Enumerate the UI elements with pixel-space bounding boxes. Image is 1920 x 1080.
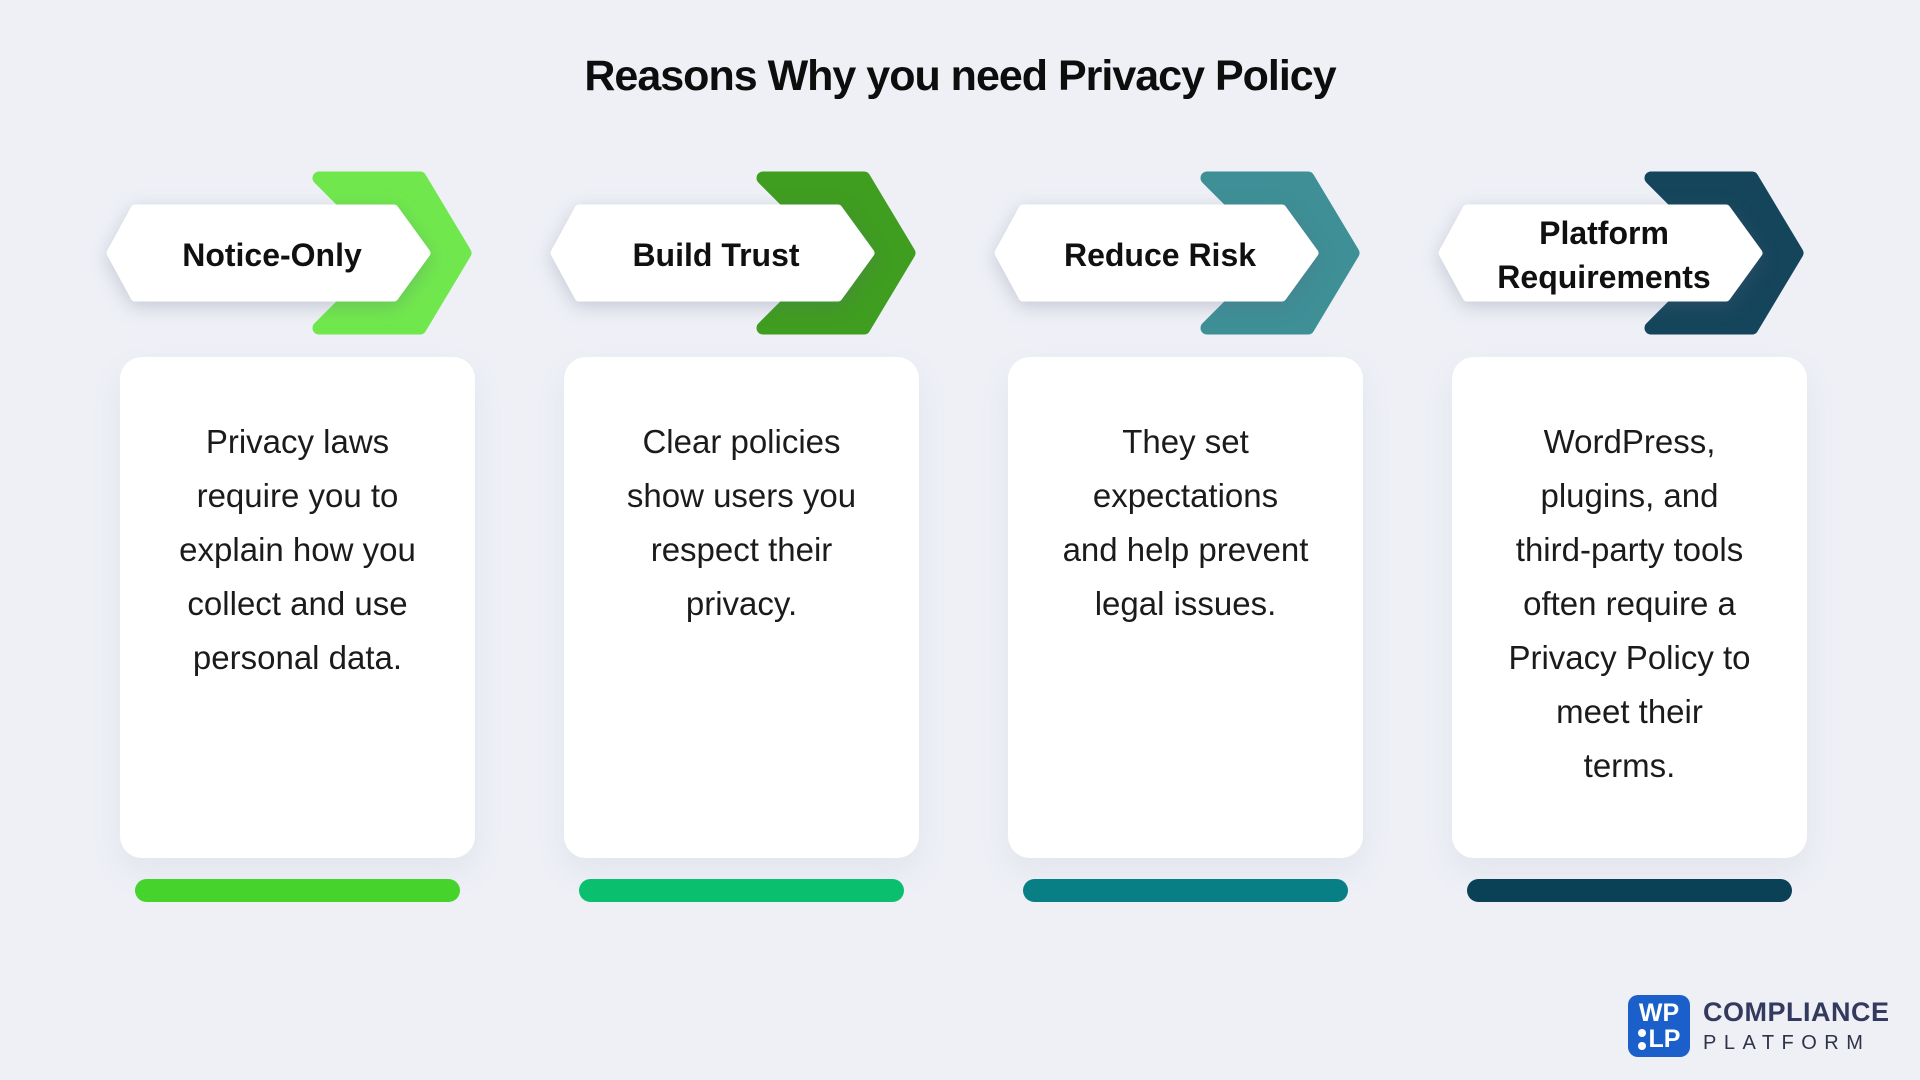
header-label: Platform Requirements xyxy=(1497,214,1711,295)
header-label: Reduce Risk xyxy=(1063,236,1257,273)
reason-column-reduce-risk: Reduce Risk They set expectations and he… xyxy=(994,0,1363,1080)
logo-badge-line1: WP xyxy=(1638,999,1680,1027)
accent-bar xyxy=(579,879,904,902)
accent-bar xyxy=(135,879,460,902)
logo-wordmark: COMPLIANCE PLATFORM xyxy=(1703,997,1890,1055)
accent-bar xyxy=(1467,879,1792,902)
page-title: Reasons Why you need Privacy Policy xyxy=(584,52,1336,100)
card-text: Privacy laws require you to explain how … xyxy=(179,423,416,676)
header-banner-shape xyxy=(994,204,1319,302)
header-arrow xyxy=(994,171,1360,335)
logo-badge-line2: LP xyxy=(1637,1025,1681,1053)
card-text: WordPress, plugins, and third-party tool… xyxy=(1508,423,1751,784)
reason-column-notice-only: Notice-Only Privacy laws require you to … xyxy=(106,0,475,1080)
brand-logo: WP LP COMPLIANCE PLATFORM xyxy=(1628,995,1890,1057)
chevron-arrow-shape xyxy=(1200,171,1360,335)
description-card: Clear policies show users you respect th… xyxy=(564,357,919,858)
description-card: Privacy laws require you to explain how … xyxy=(120,357,475,858)
card-text: Clear policies show users you respect th… xyxy=(626,423,857,622)
reason-column-build-trust: Build Trust Clear policies show users yo… xyxy=(550,0,919,1080)
logo-dot-icon xyxy=(1637,1028,1646,1037)
header-banner-shape xyxy=(106,204,431,302)
description-card: They set expectations and help prevent l… xyxy=(1008,357,1363,858)
header-arrow xyxy=(106,171,472,335)
logo-name: COMPLIANCE xyxy=(1703,997,1890,1027)
logo-subname: PLATFORM xyxy=(1703,1032,1871,1054)
description-card: WordPress, plugins, and third-party tool… xyxy=(1452,357,1807,858)
header-arrow xyxy=(550,171,916,335)
chevron-arrow-shape xyxy=(312,171,472,335)
header-label: Build Trust xyxy=(632,236,800,273)
logo-colon-dots xyxy=(1637,1028,1646,1050)
header-arrow xyxy=(1438,171,1804,335)
logo-badge: WP LP xyxy=(1628,995,1690,1057)
accent-bar xyxy=(1023,879,1348,902)
header-banner-shape xyxy=(1438,204,1763,302)
card-text: They set expectations and help prevent l… xyxy=(1062,423,1309,622)
header-banner-shape xyxy=(550,204,875,302)
logo-dot-icon xyxy=(1637,1041,1646,1050)
chevron-arrow-shape xyxy=(1644,171,1804,335)
header-label: Notice-Only xyxy=(182,236,362,273)
logo-badge-line2-text: LP xyxy=(1648,1025,1681,1053)
reason-column-platform-requirements: Platform Requirements WordPress, plugins… xyxy=(1438,0,1807,1080)
chevron-arrow-shape xyxy=(756,171,916,335)
